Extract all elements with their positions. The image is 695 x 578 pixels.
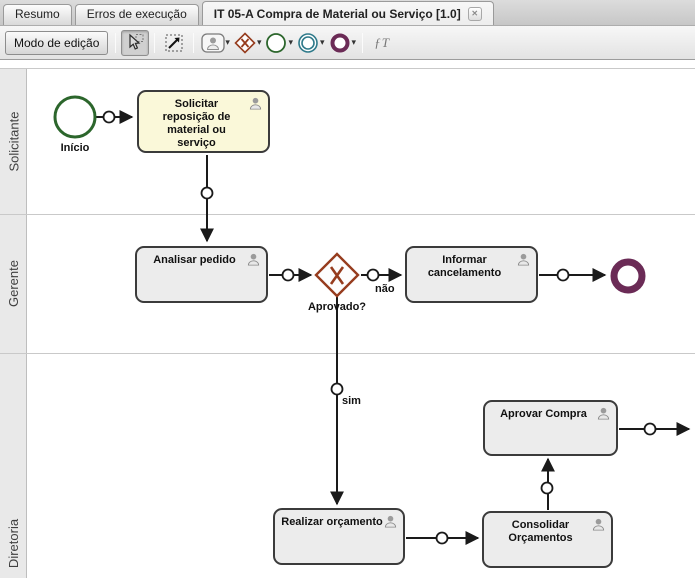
task-realizar-orcamento[interactable]: Realizar orçamento xyxy=(273,508,405,565)
tab-erros-de-execucao[interactable]: Erros de execução xyxy=(74,4,199,25)
task-label: Informar cancelamento xyxy=(427,254,502,279)
waypoint-handle[interactable] xyxy=(102,110,116,124)
task-label: Analisar pedido xyxy=(153,254,236,266)
text-tool-icon: ƒT xyxy=(374,34,390,50)
task-label: Realizar orçamento xyxy=(281,516,383,528)
user-icon xyxy=(597,407,610,420)
tab-bar: Resumo Erros de execução IT 05-A Compra … xyxy=(0,0,695,26)
lane-gerente xyxy=(0,214,695,353)
edit-mode-button[interactable]: Modo de edição xyxy=(5,30,109,55)
toolbar-separator xyxy=(362,32,364,53)
gateway-label: Aprovado? xyxy=(307,301,367,313)
toolbar: Modo de edição ▾ ▾ ▾ xyxy=(0,26,695,60)
lane-solicitante xyxy=(0,68,695,214)
text-annotation-tool-button[interactable]: ƒT xyxy=(368,30,396,56)
toolbar-separator xyxy=(154,32,156,53)
waypoint-handle[interactable] xyxy=(281,268,295,282)
close-icon[interactable]: ✕ xyxy=(467,6,482,21)
waypoint-handle[interactable] xyxy=(643,422,657,436)
waypoint-handle[interactable] xyxy=(556,268,570,282)
task-tool-button[interactable] xyxy=(199,30,227,56)
chevron-down-icon[interactable]: ▾ xyxy=(351,37,357,47)
end-event-icon xyxy=(330,33,350,52)
flow-waypoints xyxy=(102,110,657,545)
waypoint-handle[interactable] xyxy=(330,382,344,396)
user-icon xyxy=(592,518,605,531)
exclusive-gateway[interactable] xyxy=(314,252,360,298)
task-informar-cancelamento[interactable]: Informar cancelamento xyxy=(405,246,538,303)
gateway-icon xyxy=(234,31,256,54)
waypoint-handle[interactable] xyxy=(200,186,214,200)
tab-resumo[interactable]: Resumo xyxy=(3,4,72,25)
waypoint-handle[interactable] xyxy=(540,481,554,495)
chevron-down-icon[interactable]: ▾ xyxy=(225,37,230,47)
lane-header-column xyxy=(0,68,27,578)
toolbar-separator xyxy=(115,32,117,53)
start-event-tool-button[interactable] xyxy=(262,30,290,56)
task-solicitar-reposicao[interactable]: Solicitar reposição de material ou servi… xyxy=(137,90,270,153)
toolbar-separator xyxy=(193,32,195,53)
lane-diretoria xyxy=(0,353,695,578)
tab-process-active[interactable]: IT 05-A Compra de Material ou Serviço [1… xyxy=(201,1,494,25)
gateway-tool-button[interactable] xyxy=(231,30,259,56)
flow-label-yes: sim xyxy=(342,395,361,407)
user-icon xyxy=(247,253,260,266)
process-diagram: Solicitante Gerente Diretoria xyxy=(0,60,695,578)
user-icon xyxy=(517,253,530,266)
user-icon xyxy=(249,97,262,110)
select-tool-button[interactable] xyxy=(121,29,150,56)
task-icon xyxy=(201,32,226,53)
tab-title: IT 05-A Compra de Material ou Serviço [1… xyxy=(213,6,461,21)
start-event[interactable] xyxy=(53,95,97,139)
task-aprovar-compra[interactable]: Aprovar Compra xyxy=(483,400,618,456)
user-icon xyxy=(384,515,397,528)
task-label: Aprovar Compra xyxy=(500,408,587,420)
intermediate-event-icon xyxy=(298,32,318,53)
chevron-down-icon[interactable]: ▾ xyxy=(256,37,262,47)
task-label: Consolidar Orçamentos xyxy=(508,519,573,544)
end-event[interactable] xyxy=(610,258,646,294)
end-event-tool-button[interactable] xyxy=(326,30,354,56)
intermediate-event-tool-button[interactable] xyxy=(294,30,322,56)
start-event-label: Início xyxy=(60,142,90,154)
gateway-x-icon xyxy=(329,266,345,285)
waypoint-handle[interactable] xyxy=(366,268,380,282)
connector-tool-button[interactable] xyxy=(160,30,188,56)
task-consolidar-orcamentos[interactable]: Consolidar Orçamentos xyxy=(482,511,613,568)
task-label: Solicitar reposição de material ou servi… xyxy=(162,98,231,149)
task-analisar-pedido[interactable]: Analisar pedido xyxy=(135,246,268,303)
flow-label-no: não xyxy=(375,283,395,295)
chevron-down-icon[interactable]: ▾ xyxy=(288,37,293,47)
waypoint-handle[interactable] xyxy=(435,531,449,545)
chevron-down-icon[interactable]: ▾ xyxy=(320,37,325,47)
connector-arrow-icon xyxy=(165,34,183,51)
cursor-icon xyxy=(129,33,144,50)
start-event-icon xyxy=(266,32,287,53)
connectors-layer xyxy=(53,95,691,545)
